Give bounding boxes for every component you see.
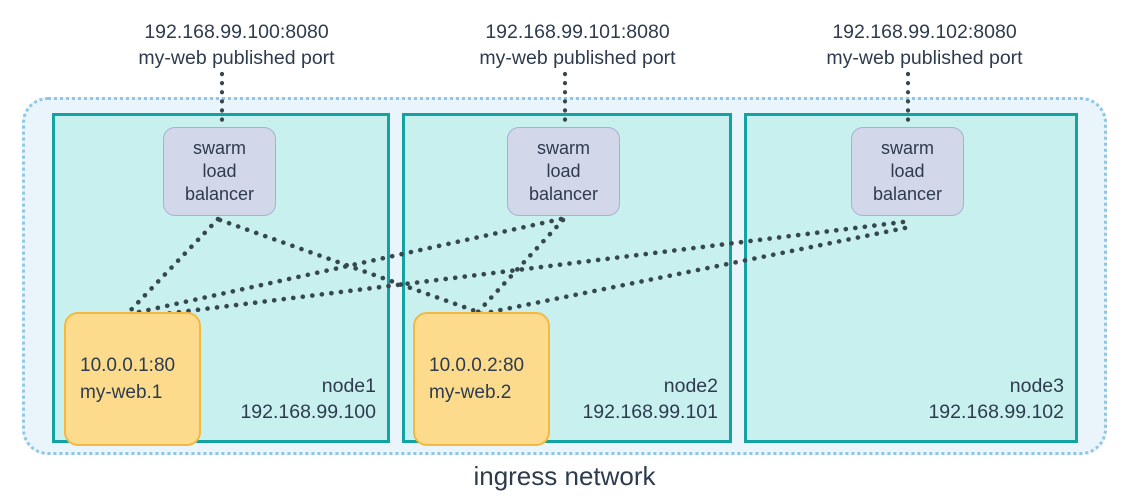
swarm-load-balancer-node2[interactable]: swarm load balancer [507,127,620,216]
node-ip: 192.168.99.100 [240,401,376,423]
task-container-my-web-1[interactable]: 10.0.0.1:80 my-web.1 [64,312,201,446]
lb-label-line1: swarm [193,138,246,158]
lb-label-line1: swarm [881,138,934,158]
task-address: 10.0.0.1:80 [80,355,176,376]
published-port-description: my-web published port [479,47,676,69]
task-name: my-web.2 [429,382,512,403]
lb-label-line2: load [202,161,237,181]
node-ip: 192.168.99.102 [928,401,1064,423]
published-port-label-node3: 192.168.99.102:8080 my-web published por… [816,19,1033,71]
published-port-address: 192.168.99.101:8080 [485,21,670,43]
node-name: node1 [321,375,376,397]
published-port-address: 192.168.99.100:8080 [144,21,329,43]
node-caption-node2: node2 192.168.99.101 [492,373,718,425]
lb-label-line3: balancer [184,184,255,204]
published-port-label-node2: 192.168.99.101:8080 my-web published por… [469,19,686,71]
ingress-network-caption: ingress network [473,461,656,491]
node-caption-node3: node3 192.168.99.102 [838,373,1064,425]
node-name: node3 [1009,375,1064,397]
task-address: 10.0.0.2:80 [429,355,525,376]
swarm-load-balancer-node1[interactable]: swarm load balancer [163,127,276,216]
published-port-label-node1: 192.168.99.100:8080 my-web published por… [128,19,345,71]
task-name: my-web.1 [80,382,163,403]
node-ip: 192.168.99.101 [582,401,718,423]
published-port-description: my-web published port [138,47,335,69]
lb-label-line1: swarm [537,138,590,158]
swarm-load-balancer-node3[interactable]: swarm load balancer [851,127,964,216]
lb-label-line2: load [546,161,581,181]
lb-label-line2: load [890,161,925,181]
task-container-my-web-2[interactable]: 10.0.0.2:80 my-web.2 [413,312,550,446]
published-port-address: 192.168.99.102:8080 [832,21,1017,43]
node-caption-node1: node1 192.168.99.100 [150,373,376,425]
lb-label-line3: balancer [528,184,599,204]
published-port-description: my-web published port [826,47,1023,69]
node-name: node2 [663,375,718,397]
lb-label-line3: balancer [872,184,943,204]
